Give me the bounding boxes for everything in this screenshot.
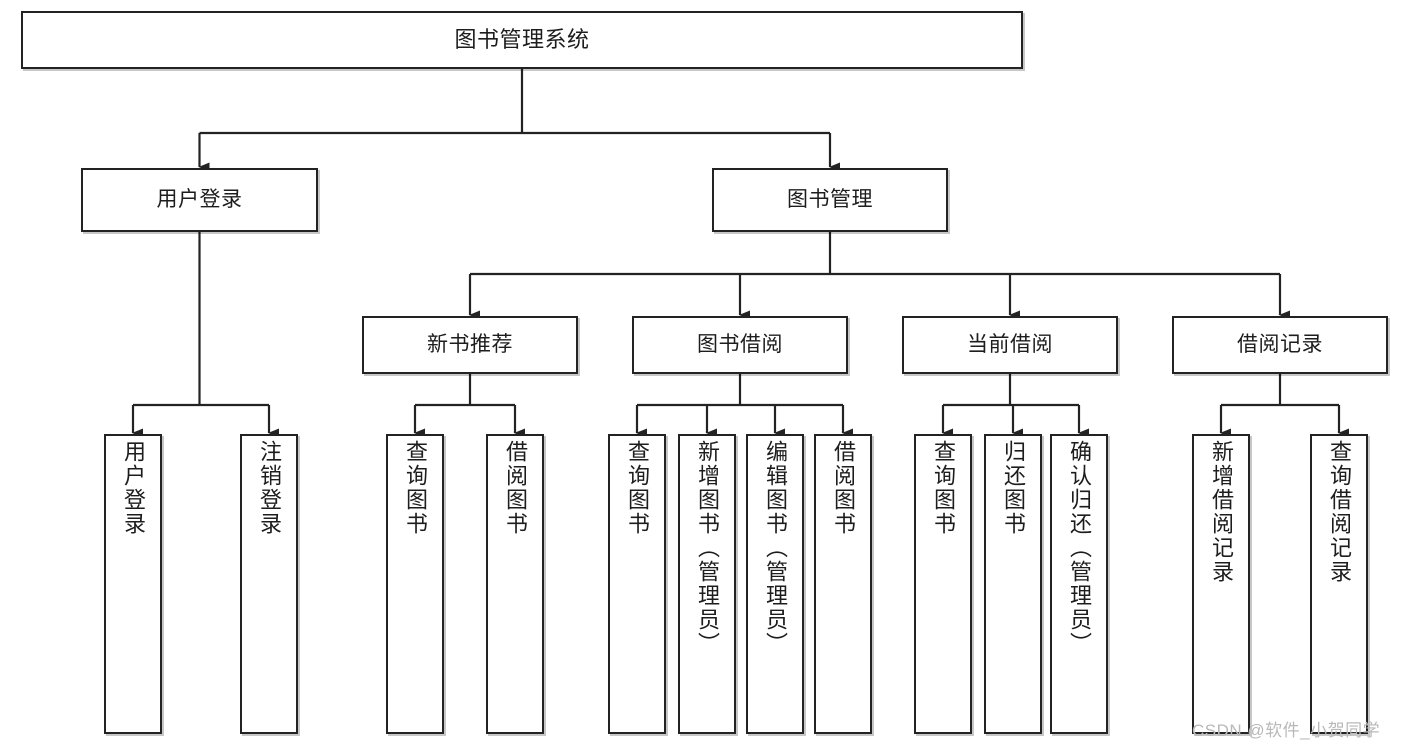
node-label: 借阅图书 [830,440,856,536]
node-label: 注销登录 [256,440,282,536]
node-label: 查询借阅记录 [1326,440,1352,584]
node-borrow[interactable]: 图书借阅 [632,316,848,374]
node-label: 用户登录 [156,187,243,211]
node-leaf-re-add[interactable]: 新增借阅记录 [1192,434,1250,734]
node-root[interactable]: 图书管理系统 [21,11,1023,69]
node-label: 图书管理 [787,187,873,211]
node-leaf-nb-borrow[interactable]: 借阅图书 [486,434,544,734]
node-label: 新增图书（管理员） [694,440,720,656]
node-leaf-bo-add[interactable]: 新增图书（管理员） [678,434,736,734]
node-leaf-cu-query[interactable]: 查询图书 [914,434,972,734]
node-label: 编辑图书（管理员） [762,440,788,656]
node-leaf-bo-query[interactable]: 查询图书 [608,434,666,734]
node-label: 确认归还（管理员） [1066,440,1092,656]
node-label: 查询图书 [624,440,650,536]
node-label: 当前借阅 [967,332,1053,356]
node-leaf-bo-borrow[interactable]: 借阅图书 [814,434,872,734]
node-leaf-bo-edit[interactable]: 编辑图书（管理员） [746,434,804,734]
node-label: 用户登录 [120,440,146,536]
node-login[interactable]: 用户登录 [81,168,318,232]
node-label: 查询图书 [402,440,428,536]
node-leaf-user-login[interactable]: 用户登录 [104,434,162,734]
node-leaf-re-query[interactable]: 查询借阅记录 [1310,434,1368,734]
node-label: 图书借阅 [697,332,783,356]
node-leaf-cu-return[interactable]: 归还图书 [984,434,1042,734]
node-newbook[interactable]: 新书推荐 [362,316,578,374]
node-label: 图书管理系统 [454,27,590,53]
node-leaf-user-logout[interactable]: 注销登录 [240,434,298,734]
node-label: 归还图书 [1000,440,1026,536]
watermark-label: CSDN @软件_小贺同学 [1192,721,1381,740]
node-label: 新书推荐 [427,332,513,356]
node-label: 新增借阅记录 [1208,440,1234,584]
node-label: 借阅图书 [502,440,528,536]
node-leaf-nb-query[interactable]: 查询图书 [386,434,444,734]
node-records[interactable]: 借阅记录 [1172,316,1388,374]
node-bookmgmt[interactable]: 图书管理 [712,168,948,232]
node-label: 借阅记录 [1237,332,1323,356]
node-leaf-cu-confirm[interactable]: 确认归还（管理员） [1050,434,1108,734]
node-label: 查询图书 [930,440,956,536]
node-current[interactable]: 当前借阅 [902,316,1118,374]
connector-group [131,69,1349,438]
